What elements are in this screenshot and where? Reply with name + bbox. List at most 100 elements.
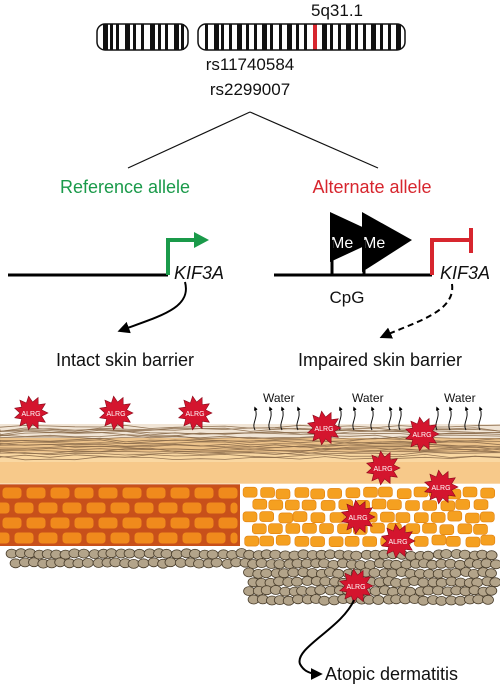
basal-cell xyxy=(274,560,285,569)
chromosome-band xyxy=(150,24,155,50)
basal-cell xyxy=(161,549,172,558)
corneocyte-cell xyxy=(0,502,10,514)
intact-corneocyte-layer xyxy=(0,484,240,546)
basal-cell xyxy=(134,549,145,558)
corneocyte-cell xyxy=(206,532,226,544)
corneocyte-cell-loose xyxy=(397,489,411,499)
corneocyte-cell-loose xyxy=(346,488,360,498)
cpg-label: CpG xyxy=(330,288,365,307)
corneocyte-cell-loose xyxy=(260,536,274,546)
chromosome-band xyxy=(287,24,292,50)
corneocyte-cell xyxy=(98,517,118,529)
corneocyte-cell-loose xyxy=(328,488,342,498)
corneocyte-cell xyxy=(146,487,166,499)
basal-cell xyxy=(418,578,429,587)
basal-cell xyxy=(373,596,384,605)
chromosome-band xyxy=(296,24,299,50)
corneocyte-cell-loose xyxy=(480,512,494,522)
corneocyte-cell xyxy=(194,517,214,529)
corneocyte-cell xyxy=(110,532,130,544)
corneocyte-cell-loose xyxy=(414,536,428,546)
corneocyte-cell xyxy=(230,532,238,544)
corneocyte-cell-loose xyxy=(345,536,359,546)
corneocyte-cell-loose xyxy=(372,499,386,509)
water-label-2: Water xyxy=(352,391,384,405)
basal-cell xyxy=(124,549,135,558)
chromosome-band xyxy=(304,24,307,50)
split-line-right xyxy=(250,112,378,168)
corneocyte-cell-loose xyxy=(311,489,325,499)
corneocyte-cell xyxy=(182,532,202,544)
corneocyte-cell xyxy=(122,487,142,499)
chromosome-ideogram xyxy=(97,22,405,52)
corneocyte-cell xyxy=(86,532,106,544)
chromosome-band xyxy=(371,24,376,50)
corneocyte-cell xyxy=(170,517,190,529)
corneocyte-cell xyxy=(134,532,154,544)
corneocyte-cell xyxy=(38,532,58,544)
chromosome-band xyxy=(363,24,366,50)
chromosome-band xyxy=(141,24,144,50)
chromosome-band xyxy=(279,24,282,50)
corneocyte-cell-loose xyxy=(293,512,307,522)
allergen-label: ALRG xyxy=(388,539,407,546)
basal-cell xyxy=(450,569,461,578)
corneocyte-cell-loose xyxy=(474,524,488,534)
reference-gene-label: KIF3A xyxy=(174,263,224,283)
corneocyte-cell-loose xyxy=(302,500,316,510)
chromosome-band xyxy=(246,24,249,50)
basal-cell xyxy=(261,569,272,578)
disease-label: Atopic dermatitis xyxy=(325,664,458,684)
corneocyte-cell xyxy=(158,502,178,514)
allergen-label: ALRG xyxy=(314,426,333,433)
corneocyte-cell-loose xyxy=(380,512,394,522)
chromosome-band xyxy=(380,24,383,50)
corneocyte-cell-loose xyxy=(481,535,495,545)
basal-cell xyxy=(486,569,497,578)
chromosome-band xyxy=(388,24,391,50)
allergen-label: ALRG xyxy=(346,584,365,591)
reference-outcome-label: Intact skin barrier xyxy=(56,350,194,370)
basal-cell xyxy=(319,596,330,605)
corneocyte-cell-loose xyxy=(269,500,283,510)
chromosome-band xyxy=(237,24,242,50)
corneocyte-cell xyxy=(122,517,142,529)
corneocyte-cell-loose xyxy=(276,489,290,499)
corneocyte-cell xyxy=(158,532,178,544)
basal-cell xyxy=(292,577,303,586)
chromosome-band xyxy=(110,24,113,50)
chromosome-band xyxy=(221,24,224,50)
methyl-label-2: Me xyxy=(363,235,385,252)
corneocyte-cell-loose xyxy=(243,512,257,522)
corneocyte-cell-loose xyxy=(364,487,378,497)
corneocyte-cell-loose xyxy=(406,501,420,511)
basal-cell xyxy=(128,559,139,568)
corneocyte-cell xyxy=(50,517,70,529)
corneocyte-cell xyxy=(194,487,214,499)
chromosome-band xyxy=(346,24,351,50)
corneocyte-cell xyxy=(62,532,82,544)
basal-cell xyxy=(351,551,362,560)
corneocyte-cell-loose xyxy=(448,511,462,521)
corneocyte-cell-loose xyxy=(295,536,309,546)
centromere xyxy=(187,22,199,52)
basal-cell xyxy=(436,596,447,605)
basal-cell xyxy=(491,560,500,569)
chromosome-band xyxy=(396,24,401,50)
corneocyte-cell-loose xyxy=(423,523,437,533)
corneocyte-cell-loose xyxy=(474,500,488,510)
corneocyte-cell xyxy=(14,502,34,514)
corneocyte-cell-loose xyxy=(276,535,290,545)
corneocyte-cell-loose xyxy=(446,536,460,546)
skin-cross-section xyxy=(0,424,500,605)
basal-cell xyxy=(138,559,149,568)
basal-cell xyxy=(433,586,444,595)
chromosome-band xyxy=(165,24,168,50)
water-label-1: Water xyxy=(263,391,295,405)
allergen-label: ALRG xyxy=(21,411,40,418)
corneocyte-cell-loose xyxy=(320,524,334,534)
basal-cell xyxy=(486,586,497,595)
basal-cell xyxy=(175,558,186,567)
